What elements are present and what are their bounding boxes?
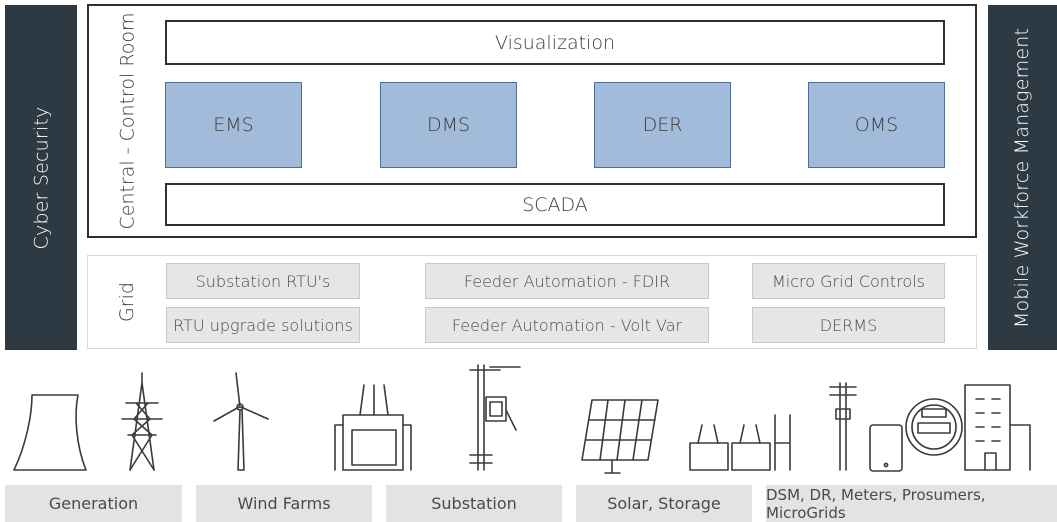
grid-item: Feeder Automation - FDIR: [425, 263, 709, 299]
category-substation: Substation: [386, 485, 562, 522]
oms-box: OMS: [808, 82, 945, 168]
category-dsm: DSM, DR, Meters, Prosumers, MicroGrids: [766, 485, 1057, 522]
dms-box: DMS: [380, 82, 517, 168]
pole-mounted-equipment-icon: [469, 364, 521, 471]
transformer-icon: [334, 384, 412, 471]
category-solar-storage: Solar, Storage: [576, 485, 752, 522]
grid-item: RTU upgrade solutions: [166, 307, 360, 343]
category-generation: Generation: [5, 485, 182, 522]
visualization-bar: Visualization: [165, 20, 945, 65]
scada-bar: SCADA: [165, 183, 945, 226]
control-room-label: Central - Control Room: [104, 8, 150, 234]
smart-meter-icon: [905, 398, 963, 456]
wind-turbine-icon: [213, 372, 269, 471]
grid-panel: [87, 255, 977, 349]
der-box: DER: [594, 82, 731, 168]
ems-box: EMS: [165, 82, 302, 168]
grid-label: Grid: [104, 258, 150, 346]
building-icon: [964, 384, 1031, 471]
grid-item: Substation RTU's: [166, 263, 360, 299]
meter-pole-icon: [829, 382, 857, 471]
grid-item: Feeder Automation - Volt Var: [425, 307, 709, 343]
grid-item: Micro Grid Controls: [752, 263, 945, 299]
cyber-security-bar: Cyber Security: [5, 5, 77, 350]
category-wind-farms: Wind Farms: [196, 485, 372, 522]
cyber-security-label: Cyber Security: [30, 106, 52, 249]
grid-label-text: Grid: [116, 282, 138, 322]
cooling-tower-icon: [13, 394, 87, 471]
grid-item: DERMS: [752, 307, 945, 343]
control-room-panel: [87, 4, 977, 238]
battery-storage-icon: [689, 414, 791, 471]
mobile-workforce-bar: Mobile Workforce Management: [988, 5, 1057, 350]
control-room-label-text: Central - Control Room: [116, 12, 139, 230]
mobile-workforce-label: Mobile Workforce Management: [1011, 27, 1034, 328]
tablet-icon: [869, 424, 903, 472]
transmission-tower-icon: [121, 372, 163, 471]
infrastructure-icons: [13, 364, 1031, 474]
solar-panel-icon: [581, 399, 659, 474]
